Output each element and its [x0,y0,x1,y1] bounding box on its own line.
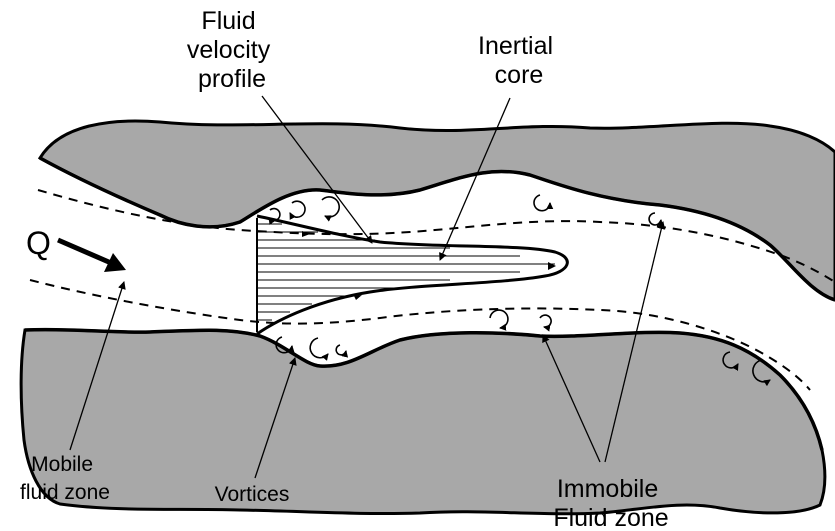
label-fluid-velocity-profile: Fluid velocity profile [187,7,277,93]
vortex-icon [290,201,305,217]
vortex-icon [322,197,339,217]
label-vortices: Vortices [215,483,290,506]
velocity-profile-arrows [302,231,556,300]
vortex-icon [540,315,551,327]
vortex-icon [336,345,346,355]
upper-rock-wall [40,121,835,300]
vortex-icon [534,195,550,211]
vortex-icon [490,310,508,328]
vortex-icon [310,338,328,358]
label-flow-q: Q [26,225,51,261]
velocity-profile-vectors [258,224,555,320]
label-inertial-core: Inertial core [478,32,560,89]
vortex-icon [649,213,661,225]
lower-rock-wall [21,330,825,514]
